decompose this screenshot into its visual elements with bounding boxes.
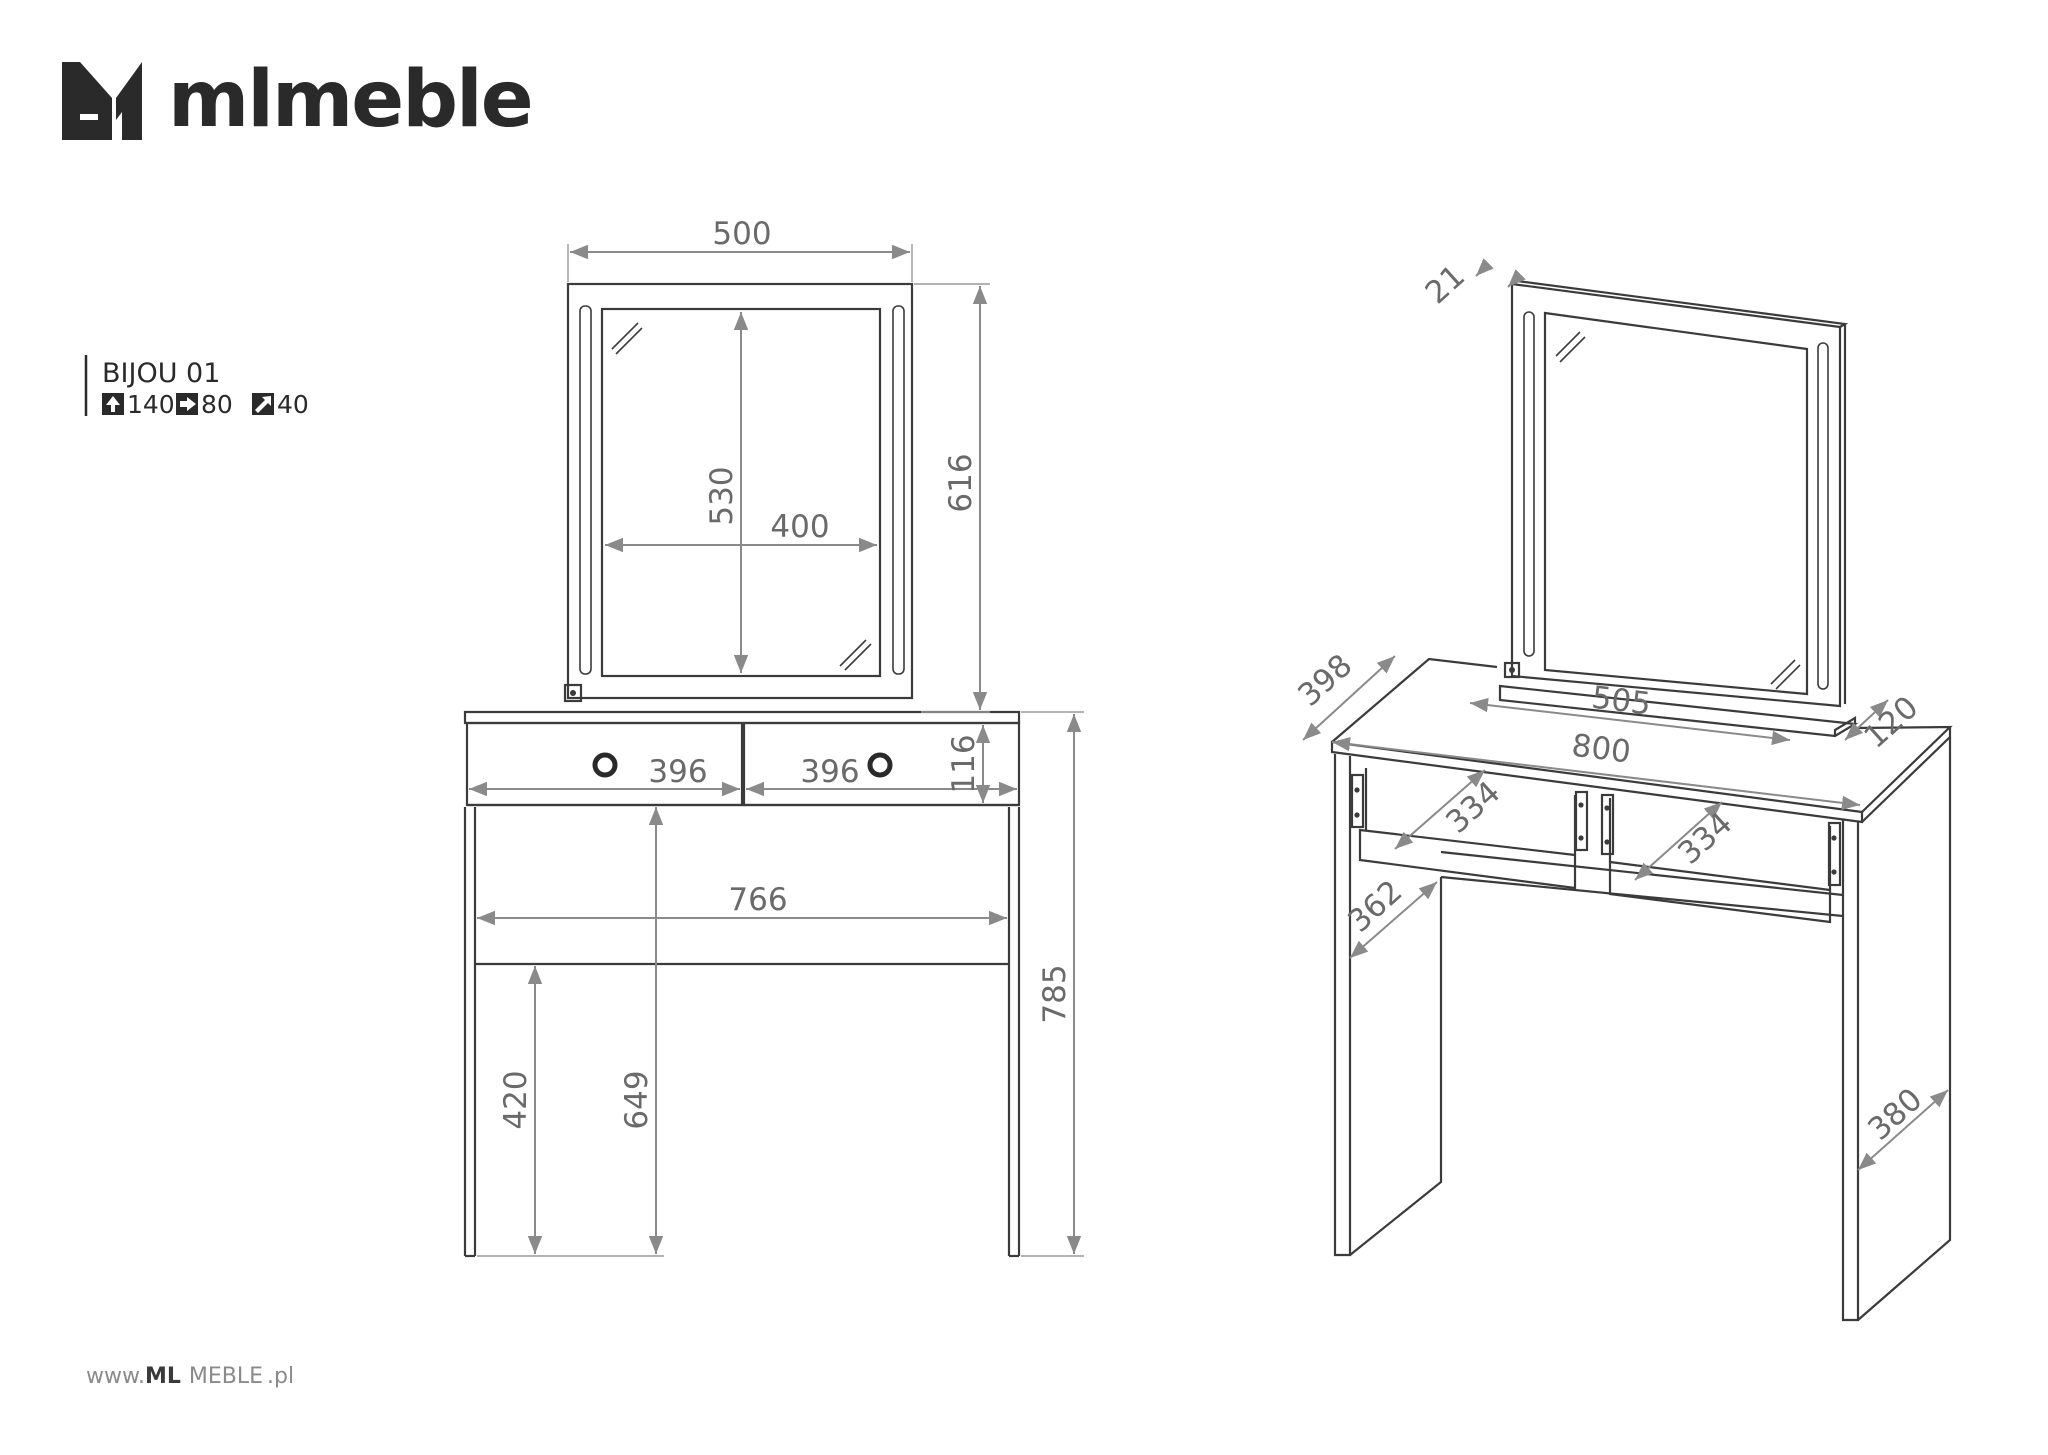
front-dimensions: 500 530 400 616 396 396 116 766 785 420 xyxy=(469,216,1084,1257)
footer-suffix: .pl xyxy=(267,1364,294,1389)
package-width: 80 xyxy=(201,390,233,419)
drawer-knob-left-icon xyxy=(592,752,618,778)
dim-leg-height: 420 xyxy=(498,1070,534,1129)
product-info: BIJOU 01 140 80 40 xyxy=(84,355,309,419)
dim-drawer-right-depth: 334 xyxy=(1671,805,1739,871)
dim-mirror-base-depth: 120 xyxy=(1857,689,1925,755)
dim-top-width: 800 xyxy=(1570,728,1633,771)
dim-side-depth: 362 xyxy=(1341,873,1409,939)
package-height: 140 xyxy=(127,390,175,419)
perspective-view: 21 398 505 120 800 334 334 362 380 xyxy=(1291,258,1953,1322)
footer-website: www.ML MEBLE.pl xyxy=(86,1364,294,1389)
dim-total-height: 785 xyxy=(1037,964,1073,1023)
perspective-mirror xyxy=(1498,279,1859,738)
dim-mirror-width: 500 xyxy=(712,216,771,252)
front-mirror xyxy=(563,282,914,703)
brand-logo: mlmeble xyxy=(62,55,534,145)
perspective-dimensions: 21 398 505 120 800 334 334 362 380 xyxy=(1291,258,1949,1171)
footer-url: www.ML MEBLE.pl xyxy=(86,1364,294,1389)
dim-mirror-base-width: 505 xyxy=(1590,680,1653,723)
perspective-desk xyxy=(1330,657,1953,1322)
footer-bold: ML xyxy=(145,1364,181,1389)
footer-middle: MEBLE xyxy=(189,1364,263,1389)
product-name: BIJOU 01 xyxy=(102,358,220,389)
dim-drawer-left-depth: 334 xyxy=(1439,774,1507,840)
package-depth: 40 xyxy=(277,390,309,419)
drawer-knob-right-icon xyxy=(867,752,893,778)
brand-wordmark: mlmeble xyxy=(168,55,532,145)
front-view: 500 530 400 616 396 396 116 766 785 420 xyxy=(463,216,1084,1258)
dim-mirror-glass-width: 400 xyxy=(770,509,829,545)
dim-mirror-thickness: 21 xyxy=(1419,258,1472,311)
dim-side-depth-right: 380 xyxy=(1861,1081,1929,1147)
dim-under-drawer-height: 649 xyxy=(619,1070,655,1129)
brand-logo-mark-icon xyxy=(62,62,142,140)
dim-drawer-right-width: 396 xyxy=(800,754,859,790)
dim-inner-width: 766 xyxy=(728,882,787,918)
dim-top-depth: 398 xyxy=(1291,647,1359,713)
footer-prefix: www. xyxy=(86,1364,145,1389)
dim-mirror-glass-height: 530 xyxy=(704,466,740,525)
dim-drawer-left-width: 396 xyxy=(648,754,707,790)
dim-drawer-height: 116 xyxy=(946,734,982,793)
front-desk xyxy=(463,710,1021,1258)
dim-mirror-total-height: 616 xyxy=(943,453,979,512)
